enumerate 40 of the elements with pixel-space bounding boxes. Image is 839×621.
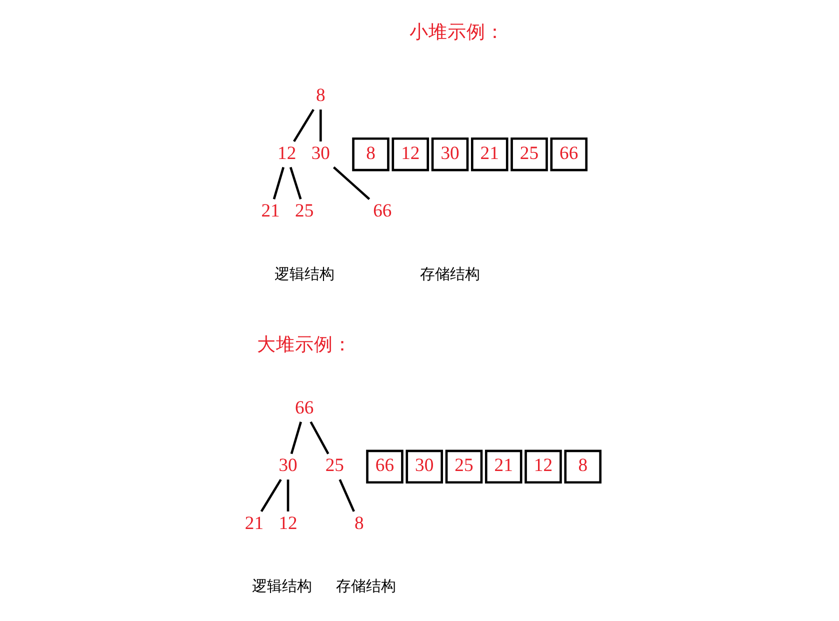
node-box: 21 xyxy=(470,137,508,172)
node-box: 25 xyxy=(444,450,482,484)
label: 逻辑结构 xyxy=(252,579,312,596)
node-text: 12 xyxy=(278,512,297,534)
node-text: 21 xyxy=(244,512,264,534)
node-box: 66 xyxy=(366,450,403,484)
connector xyxy=(272,166,284,200)
connector xyxy=(288,166,302,200)
node-box: 66 xyxy=(550,137,588,172)
node-box: 21 xyxy=(484,450,522,484)
connector xyxy=(332,166,370,200)
connector xyxy=(292,108,314,142)
label: 逻辑结构 xyxy=(274,266,334,283)
node-box: 30 xyxy=(430,137,468,172)
label: 存储结构 xyxy=(336,579,396,596)
node-text: 21 xyxy=(260,200,280,222)
node-text: 8 xyxy=(315,85,325,106)
connector xyxy=(338,479,354,512)
node-text: 30 xyxy=(278,455,297,476)
node-box: 8 xyxy=(352,137,389,172)
node-box: 30 xyxy=(405,450,443,484)
label: 小堆示例： xyxy=(409,22,504,44)
node-text: 30 xyxy=(310,142,330,164)
node-text: 12 xyxy=(277,142,296,164)
node-text: 66 xyxy=(294,397,314,418)
connector xyxy=(286,480,289,512)
connector xyxy=(318,110,322,142)
node-text: 25 xyxy=(324,455,344,476)
node-box: 12 xyxy=(524,450,562,484)
node-text: 25 xyxy=(294,200,314,222)
node-box: 8 xyxy=(564,450,601,484)
connector xyxy=(260,478,282,512)
label: 存储结构 xyxy=(420,266,480,283)
label: 大堆示例： xyxy=(256,334,352,356)
connector xyxy=(290,422,302,454)
node-text: 8 xyxy=(354,512,364,534)
node-text: 66 xyxy=(372,200,392,222)
node-box: 25 xyxy=(510,137,548,172)
node-box: 12 xyxy=(391,137,429,172)
connector xyxy=(309,421,329,454)
